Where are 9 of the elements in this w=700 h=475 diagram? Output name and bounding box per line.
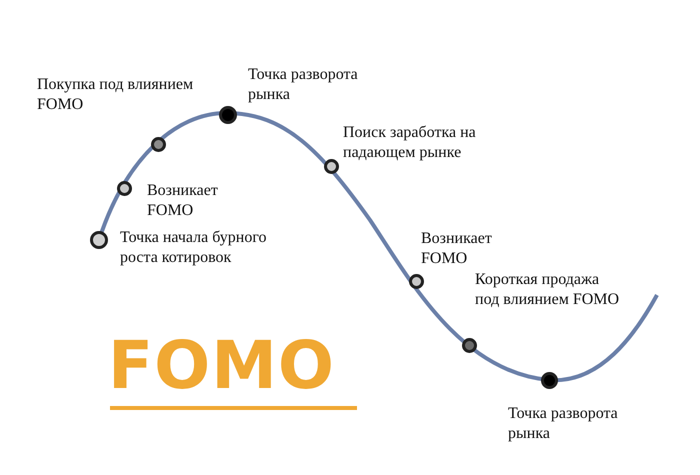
point-label: Поиск заработка на падающем рынке bbox=[343, 123, 477, 163]
point-label: Точка разворота рынка bbox=[508, 404, 619, 444]
point-label: Точка разворота рынка bbox=[248, 65, 359, 105]
point-label: Короткая продажа под влиянием FOMO bbox=[475, 270, 620, 310]
point-label: Покупка под влиянием FOMO bbox=[37, 75, 194, 115]
title: FOMO bbox=[108, 328, 335, 404]
point-label: Возникает FOMO bbox=[147, 181, 219, 221]
point-label: Точка начала бурного роста котировок bbox=[120, 228, 268, 268]
point-label: Возникает FOMO bbox=[421, 229, 493, 269]
